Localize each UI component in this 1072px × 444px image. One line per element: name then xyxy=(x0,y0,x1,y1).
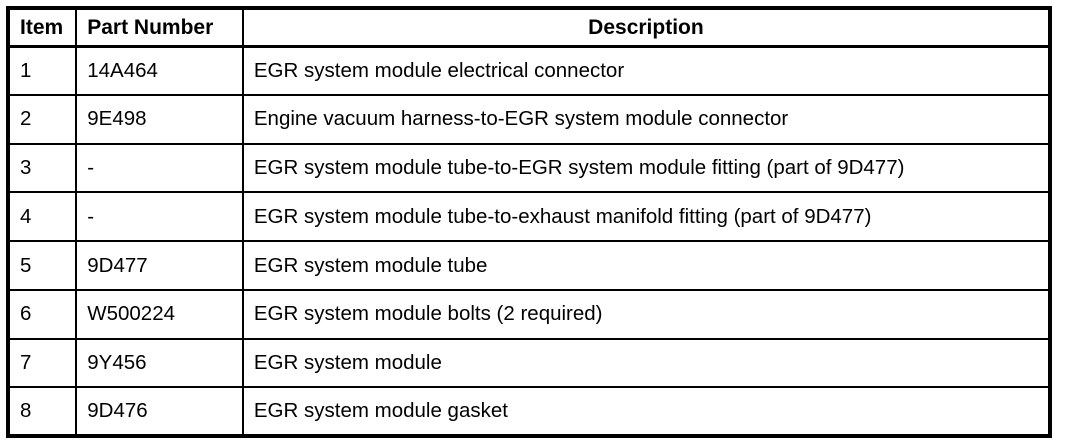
cell-description: Engine vacuum harness-to-EGR system modu… xyxy=(242,94,1050,145)
table-row: 1 14A464 EGR system module electrical co… xyxy=(8,46,1050,96)
cell-part-number: 9E498 xyxy=(76,94,244,145)
table-row: 7 9Y456 EGR system module xyxy=(8,338,1050,389)
cell-part-number: - xyxy=(76,192,244,242)
cell-part-number: - xyxy=(76,143,244,194)
cell-item: 7 xyxy=(8,338,78,389)
cell-description: EGR system module tube-to-EGR system mod… xyxy=(242,143,1050,194)
cell-part-number: 14A464 xyxy=(76,46,244,96)
cell-item: 2 xyxy=(8,94,78,145)
cell-part-number: 9Y456 xyxy=(76,338,244,389)
column-header-description: Description xyxy=(242,8,1050,48)
table-row: 2 9E498 Engine vacuum harness-to-EGR sys… xyxy=(8,94,1050,145)
cell-item: 3 xyxy=(8,143,78,194)
cell-item: 1 xyxy=(8,46,78,96)
cell-part-number: W500224 xyxy=(76,289,244,340)
cell-item: 8 xyxy=(8,387,78,436)
table-row: 6 W500224 EGR system module bolts (2 req… xyxy=(8,289,1050,340)
table-header: Item Part Number Description xyxy=(8,8,1050,48)
cell-item: 6 xyxy=(8,289,78,340)
cell-description: EGR system module gasket xyxy=(242,387,1050,436)
table-header-row: Item Part Number Description xyxy=(8,8,1050,48)
table-row: 5 9D477 EGR system module tube xyxy=(8,241,1050,291)
cell-item: 4 xyxy=(8,192,78,242)
column-header-part-number: Part Number xyxy=(76,8,244,48)
table-body: 1 14A464 EGR system module electrical co… xyxy=(8,46,1050,436)
table-row: 8 9D476 EGR system module gasket xyxy=(8,387,1050,436)
table-row: 4 - EGR system module tube-to-exhaust ma… xyxy=(8,192,1050,242)
column-header-item: Item xyxy=(8,8,78,48)
table-row: 3 - EGR system module tube-to-EGR system… xyxy=(8,143,1050,194)
cell-item: 5 xyxy=(8,241,78,291)
cell-description: EGR system module tube-to-exhaust manifo… xyxy=(242,192,1050,242)
cell-description: EGR system module electrical connector xyxy=(242,46,1050,96)
cell-description: EGR system module tube xyxy=(242,241,1050,291)
cell-part-number: 9D476 xyxy=(76,387,244,436)
cell-description: EGR system module bolts (2 required) xyxy=(242,289,1050,340)
cell-part-number: 9D477 xyxy=(76,241,244,291)
parts-reference-table: Item Part Number Description 1 14A464 EG… xyxy=(6,6,1052,438)
cell-description: EGR system module xyxy=(242,338,1050,389)
